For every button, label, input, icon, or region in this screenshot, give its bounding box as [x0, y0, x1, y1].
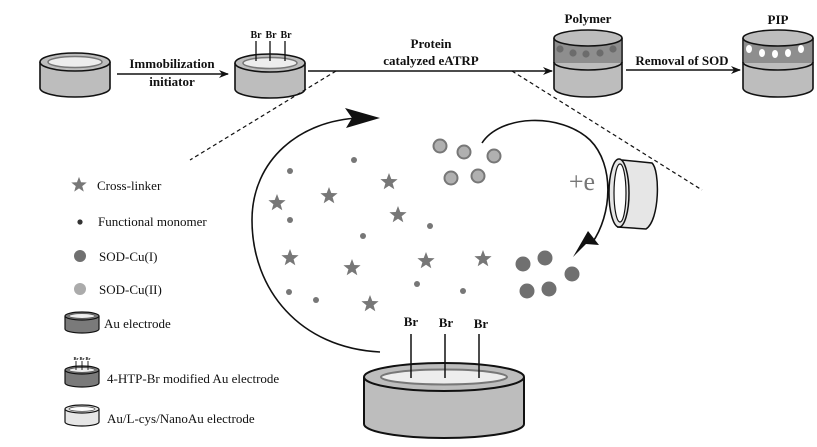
br-label: Br: [439, 315, 454, 330]
br-modified-electrode: [234, 41, 306, 99]
small-dot-icon: [77, 219, 83, 225]
star-icon: [71, 176, 87, 192]
legend-label-monomer: Functional monomer: [98, 214, 207, 229]
crosslinker-stars: [268, 173, 492, 312]
polymer-electrode: [553, 29, 623, 98]
monomer-dots: [286, 157, 466, 303]
sod-cu2-particle: [456, 144, 472, 160]
star-icon: [361, 295, 379, 312]
au-electrode-icon: [64, 311, 100, 334]
star-icon: [343, 259, 361, 276]
br-label: Br: [86, 356, 91, 361]
monomer-dot: [351, 157, 357, 163]
monomer-dot: [427, 223, 433, 229]
monomer-dot: [414, 281, 420, 287]
monomer-dot: [360, 233, 366, 239]
sod-cu1-particle: [541, 281, 557, 297]
electron-label: +e: [569, 167, 595, 196]
dark-circle-icon: [74, 250, 86, 262]
monomer-dot: [313, 297, 319, 303]
cycle-arrowhead-right: [573, 231, 599, 257]
bare-electrode: [39, 52, 111, 98]
sod-cu2-cluster: [432, 138, 502, 186]
polymer-title: Polymer: [565, 11, 612, 26]
light-circle-icon: [74, 283, 86, 295]
star-icon: [268, 194, 286, 211]
legend-label-br-electrode: 4-HTP-Br modified Au electrode: [107, 371, 279, 386]
legend-label-au-electrode: Au electrode: [104, 316, 171, 331]
immobilization-label: Immobilization: [129, 56, 215, 71]
sod-cu1-particle: [519, 283, 535, 299]
star-icon: [389, 206, 407, 223]
sod-cu2-particle: [470, 168, 486, 184]
sod-cu2-particle: [486, 148, 502, 164]
central-br-electrode: [363, 334, 525, 439]
br-label: Br: [404, 314, 419, 329]
br-label: Br: [74, 356, 79, 361]
cycle-arrowhead-top: [345, 108, 380, 128]
br-label: Br: [265, 30, 277, 41]
star-icon: [320, 187, 338, 204]
br-label: Br: [250, 30, 262, 41]
legend-label-crosslinker: Cross-linker: [97, 178, 162, 193]
pip-title: PIP: [768, 12, 789, 27]
monomer-dot: [287, 168, 293, 174]
cycle-arc-right: [481, 119, 609, 244]
protein-label: Protein: [411, 36, 453, 51]
initiator-label: initiator: [149, 74, 195, 89]
br-label: Br: [280, 30, 292, 41]
br-electrode-icon: Br Br Br: [64, 356, 100, 388]
sod-cu1-particle: [564, 266, 580, 282]
star-icon: [380, 173, 398, 190]
monomer-dot: [286, 289, 292, 295]
legend-label-sod-cu2: SOD-Cu(II): [99, 282, 162, 297]
catalyzed-eatrp-label: catalyzed eATRP: [383, 53, 478, 68]
star-icon: [281, 249, 299, 266]
monomer-dot: [460, 288, 466, 294]
nanoau-electrode: [608, 158, 659, 230]
sod-cu1-cluster: [515, 250, 580, 299]
sod-cu2-particle: [432, 138, 448, 154]
zoom-line-right: [511, 70, 703, 191]
zoom-line-left: [189, 70, 337, 161]
star-icon: [417, 252, 435, 269]
sod-cu1-particle: [515, 256, 531, 272]
monomer-dot: [287, 217, 293, 223]
sod-cu2-particle: [443, 170, 459, 186]
nanoau-electrode-icon: [64, 404, 100, 427]
cycle-arc-left: [251, 117, 381, 353]
legend: Cross-linker Functional monomer SOD-Cu(I…: [64, 176, 279, 427]
br-label: Br: [80, 356, 85, 361]
pip-electrode: [742, 29, 814, 98]
sod-cu1-particle: [537, 250, 553, 266]
br-label: Br: [474, 316, 489, 331]
star-icon: [474, 250, 492, 267]
removal-of-sod-label: Removal of SOD: [635, 53, 728, 68]
legend-label-nanoau-electrode: Au/L-cys/NanoAu electrode: [107, 411, 255, 426]
legend-label-sod-cu1: SOD-Cu(I): [99, 249, 158, 264]
